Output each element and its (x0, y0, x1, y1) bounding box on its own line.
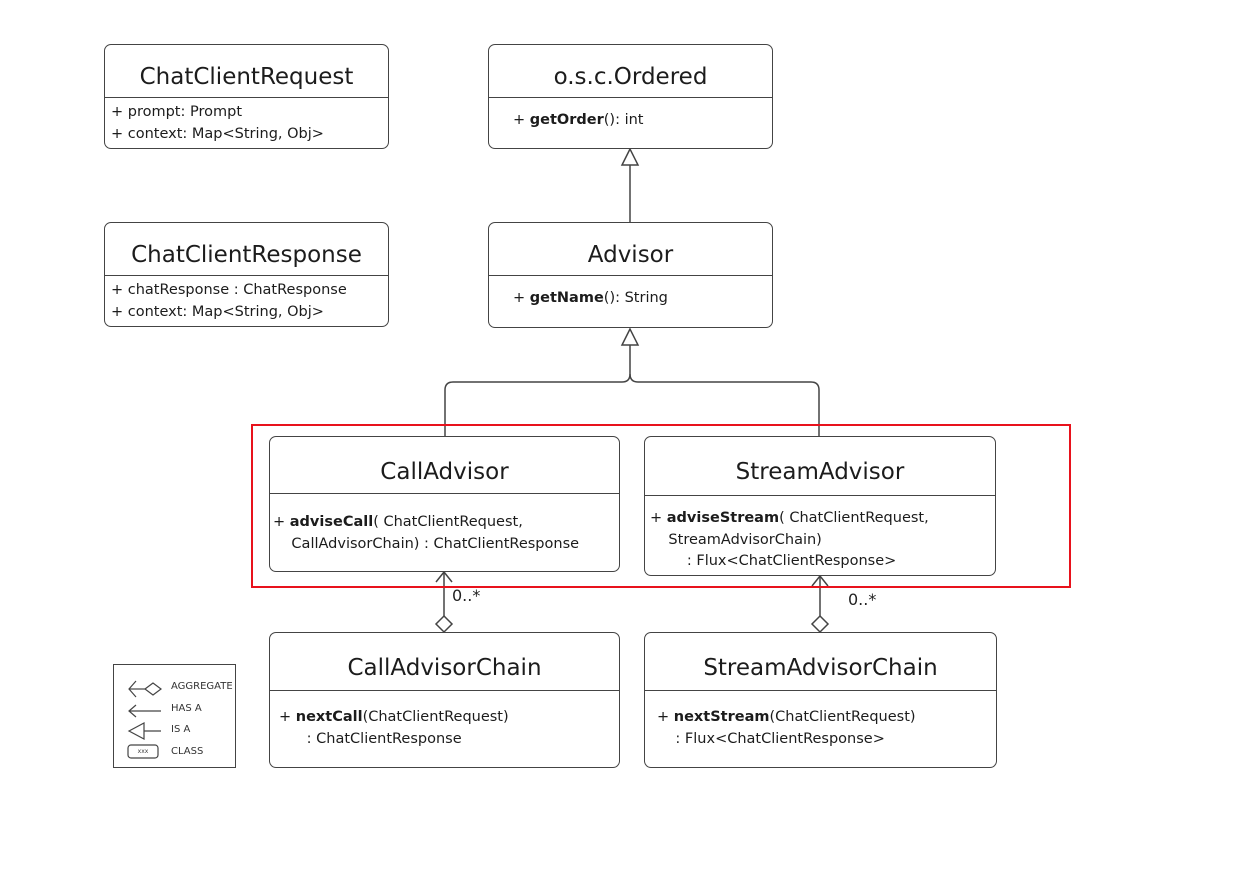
class-stream-advisor-chain: StreamAdvisorChain + nextStream(ChatClie… (644, 632, 997, 768)
class-methods: + getName(): String (489, 276, 772, 310)
legend: xxx AGGREGATE HAS A IS A CLASS (113, 664, 236, 768)
multiplicity-stream: 0..* (848, 590, 877, 609)
class-title: CallAdvisor (270, 437, 619, 494)
class-title: CallAdvisorChain (270, 633, 619, 691)
method-return-type: : Flux<ChatClientResponse> (650, 553, 897, 569)
method-signature: ( ChatClientRequest, (373, 514, 523, 530)
class-chat-client-response: ChatClientResponse + chatResponse : Chat… (104, 222, 389, 327)
class-methods: + nextCall(ChatClientRequest) : ChatClie… (270, 691, 619, 750)
stream-advisor-isa-advisor-line (629, 373, 820, 436)
method-signature: ( ChatClientRequest, (779, 510, 929, 526)
method-name: nextCall (295, 709, 363, 725)
class-chat-client-request: ChatClientRequest + prompt: Prompt + con… (104, 44, 389, 149)
method-name: adviseStream (666, 510, 780, 526)
legend-aggregate-label: AGGREGATE (171, 681, 233, 692)
stream-chain-has-arrowhead (811, 574, 829, 587)
method-return-type: : ChatClientResponse (279, 730, 462, 747)
legend-class-label: CLASS (171, 746, 204, 757)
call-advisor-isa-advisor-line (444, 345, 631, 436)
method-return-type: : Flux<ChatClientResponse> (657, 730, 885, 747)
class-title: StreamAdvisor (645, 437, 995, 496)
has-a-symbol-icon (128, 704, 161, 718)
class-stream-advisor: StreamAdvisor + adviseStream( ChatClient… (644, 436, 996, 576)
method-next-stream: + nextStream(ChatClientRequest) (657, 707, 996, 729)
method-advise-call: + adviseCall( ChatClientRequest, (273, 512, 619, 534)
method-signature-continued: StreamAdvisorChain) (650, 531, 822, 548)
class-attributes: + chatResponse : ChatResponse + context:… (105, 276, 388, 323)
class-methods: + adviseStream( ChatClientRequest, Strea… (645, 496, 995, 573)
attribute-context: + context: Map<String, Obj> (111, 303, 324, 320)
class-methods: + nextStream(ChatClientRequest) : Flux<C… (645, 691, 996, 750)
attribute-context: + context: Map<String, Obj> (111, 125, 324, 142)
class-methods: + adviseCall( ChatClientRequest, CallAdv… (270, 494, 619, 555)
advisor-isa-arrowhead (620, 327, 640, 346)
stream-chain-aggregate-diamond (810, 614, 830, 634)
visibility: + (273, 514, 290, 530)
aggregate-symbol-icon (128, 680, 162, 698)
legend-symbols (127, 680, 162, 759)
visibility: + (513, 290, 530, 306)
method-signature-continued: CallAdvisorChain) : ChatClientResponse (273, 535, 580, 552)
call-chain-aggregate-diamond (434, 614, 454, 634)
method-get-name: + getName(): String (513, 288, 772, 310)
method-signature: (ChatClientRequest) (769, 709, 916, 725)
class-methods: + getOrder(): int (489, 98, 772, 132)
class-title: Advisor (489, 223, 772, 276)
class-advisor: Advisor + getName(): String (488, 222, 773, 328)
class-title: ChatClientResponse (105, 223, 388, 276)
class-symbol-icon (127, 744, 159, 759)
method-get-order: + getOrder(): int (513, 110, 772, 132)
visibility: + (513, 112, 530, 128)
method-next-call: + nextCall(ChatClientRequest) (279, 707, 619, 729)
class-ordered: o.s.c.Ordered + getOrder(): int (488, 44, 773, 149)
class-call-advisor: CallAdvisor + adviseCall( ChatClientRequ… (269, 436, 620, 572)
call-chain-has-arrowhead (435, 570, 453, 583)
class-title: ChatClientRequest (105, 45, 388, 98)
method-name: getName (529, 290, 604, 306)
highlight-box (251, 424, 1071, 588)
attribute-chat-response: + chatResponse : ChatResponse (111, 282, 347, 298)
multiplicity-call: 0..* (452, 586, 481, 605)
method-name: nextStream (673, 709, 770, 725)
method-name: adviseCall (289, 514, 374, 530)
method-signature: (): String (603, 290, 668, 306)
visibility: + (650, 510, 667, 526)
visibility: + (279, 709, 296, 725)
visibility: + (657, 709, 674, 725)
ordered-isa-arrowhead (620, 147, 640, 166)
legend-has-a-label: HAS A (171, 703, 202, 714)
class-call-advisor-chain: CallAdvisorChain + nextCall(ChatClientRe… (269, 632, 620, 768)
is-a-symbol-icon (127, 722, 161, 740)
method-name: getOrder (529, 112, 604, 128)
attribute-prompt: + prompt: Prompt (111, 104, 243, 120)
class-attributes: + prompt: Prompt + context: Map<String, … (105, 98, 388, 145)
method-signature: (ChatClientRequest) (362, 709, 509, 725)
method-advise-stream: + adviseStream( ChatClientRequest, (650, 508, 995, 530)
legend-is-a-label: IS A (171, 724, 191, 735)
class-symbol-text: xxx (137, 748, 149, 755)
method-signature: (): int (603, 112, 644, 128)
class-title: StreamAdvisorChain (645, 633, 996, 691)
class-title: o.s.c.Ordered (489, 45, 772, 98)
